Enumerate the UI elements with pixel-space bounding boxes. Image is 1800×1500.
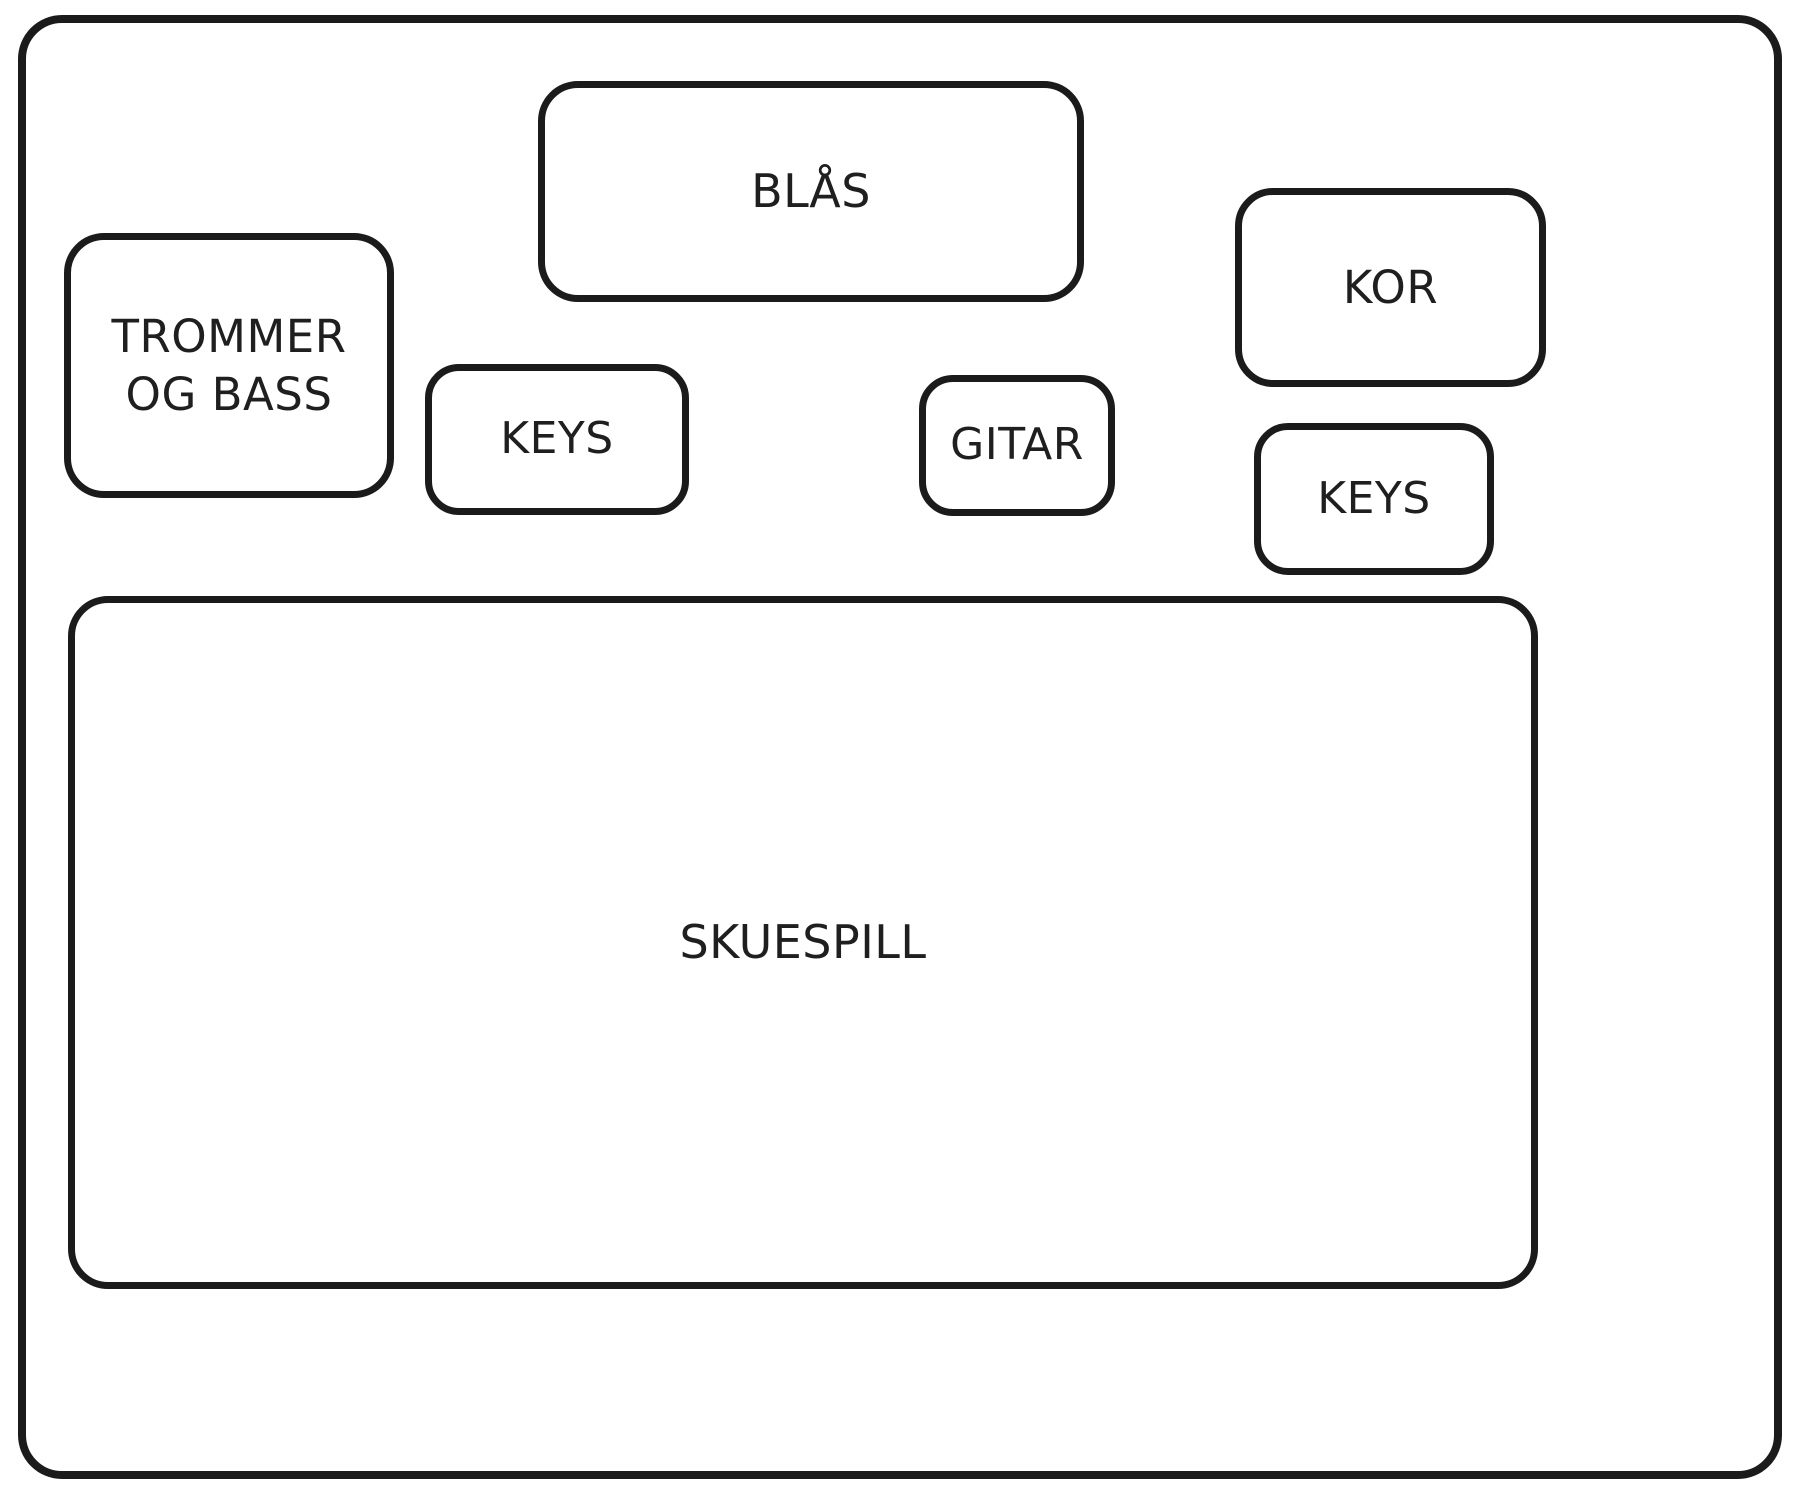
zone-label-blas: BLÅS [751,164,871,219]
zone-keys-left[interactable]: KEYS [425,364,689,515]
stage-outline: TROMMER OG BASS BLÅS KEYS GITAR KOR KEYS… [18,15,1782,1479]
zone-label-gitar: GITAR [950,419,1084,471]
zone-label-kor: KOR [1342,260,1439,314]
zone-gitar[interactable]: GITAR [919,375,1115,516]
zone-blas[interactable]: BLÅS [538,81,1084,302]
zone-label-keys-left: KEYS [500,413,614,465]
zone-kor[interactable]: KOR [1235,188,1546,387]
zone-skuespill[interactable]: SKUESPILL [68,596,1538,1289]
zone-label-trommer-og-bass: TROMMER OG BASS [111,309,347,421]
zone-trommer-og-bass[interactable]: TROMMER OG BASS [64,233,394,498]
zone-label-keys-right: KEYS [1317,472,1431,524]
zone-keys-right[interactable]: KEYS [1254,423,1494,575]
zone-label-skuespill: SKUESPILL [679,915,927,970]
